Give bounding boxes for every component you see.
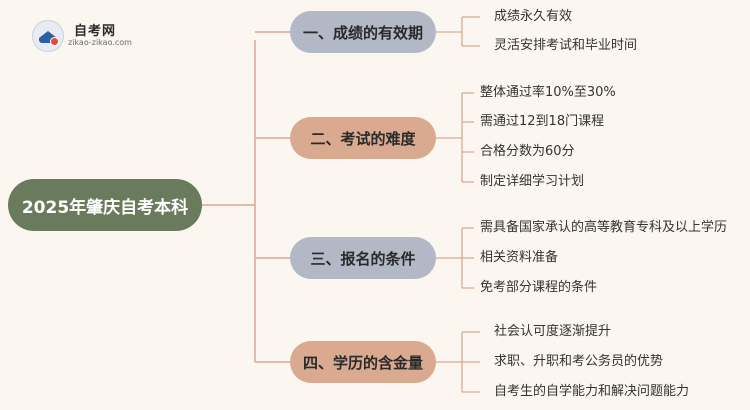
leaf-difficulty-1: 整体通过率10%至30%: [480, 85, 616, 100]
leaf-difficulty-4: 制定详细学习计划: [480, 174, 585, 189]
leaf-connector-2: [436, 92, 474, 183]
leaf-connector-1: [436, 16, 480, 47]
leaf-validity-2: 灵活安排考试和毕业时间: [494, 38, 638, 53]
leaf-validity-1: 成绩永久有效: [494, 9, 573, 24]
leaf-difficulty-2: 需通过12到18门课程: [480, 114, 605, 129]
site-logo: 自考网 zikao-zikao.com: [32, 18, 142, 52]
branch-node-difficulty: 二、考试的难度: [290, 117, 436, 159]
leaf-requirements-2: 相关资料准备: [480, 250, 559, 265]
leaf-value-1: 社会认可度逐渐提升: [494, 324, 612, 339]
branch-node-value: 四、学历的含金量: [290, 341, 436, 383]
branch-node-requirements: 三、报名的条件: [290, 237, 436, 279]
root-node: 2025年肇庆自考本科: [8, 179, 202, 231]
leaf-connector-3: [436, 227, 474, 289]
leaf-requirements-1: 需具备国家承认的高等教育专科及以上学历: [480, 220, 728, 235]
leaf-difficulty-3: 合格分数为60分: [480, 144, 575, 159]
graduation-cap-icon: [32, 20, 64, 52]
leaf-connector-4: [436, 331, 480, 393]
leaf-value-3: 自考生的自学能力和解决问题能力: [494, 384, 690, 399]
branch-node-validity: 一、成绩的有效期: [290, 11, 436, 53]
leaf-requirements-3: 免考部分课程的条件: [480, 280, 598, 295]
logo-title: 自考网: [74, 24, 117, 39]
logo-subtitle: zikao-zikao.com: [68, 38, 132, 47]
leaf-value-2: 求职、升职和考公务员的优势: [494, 354, 664, 369]
